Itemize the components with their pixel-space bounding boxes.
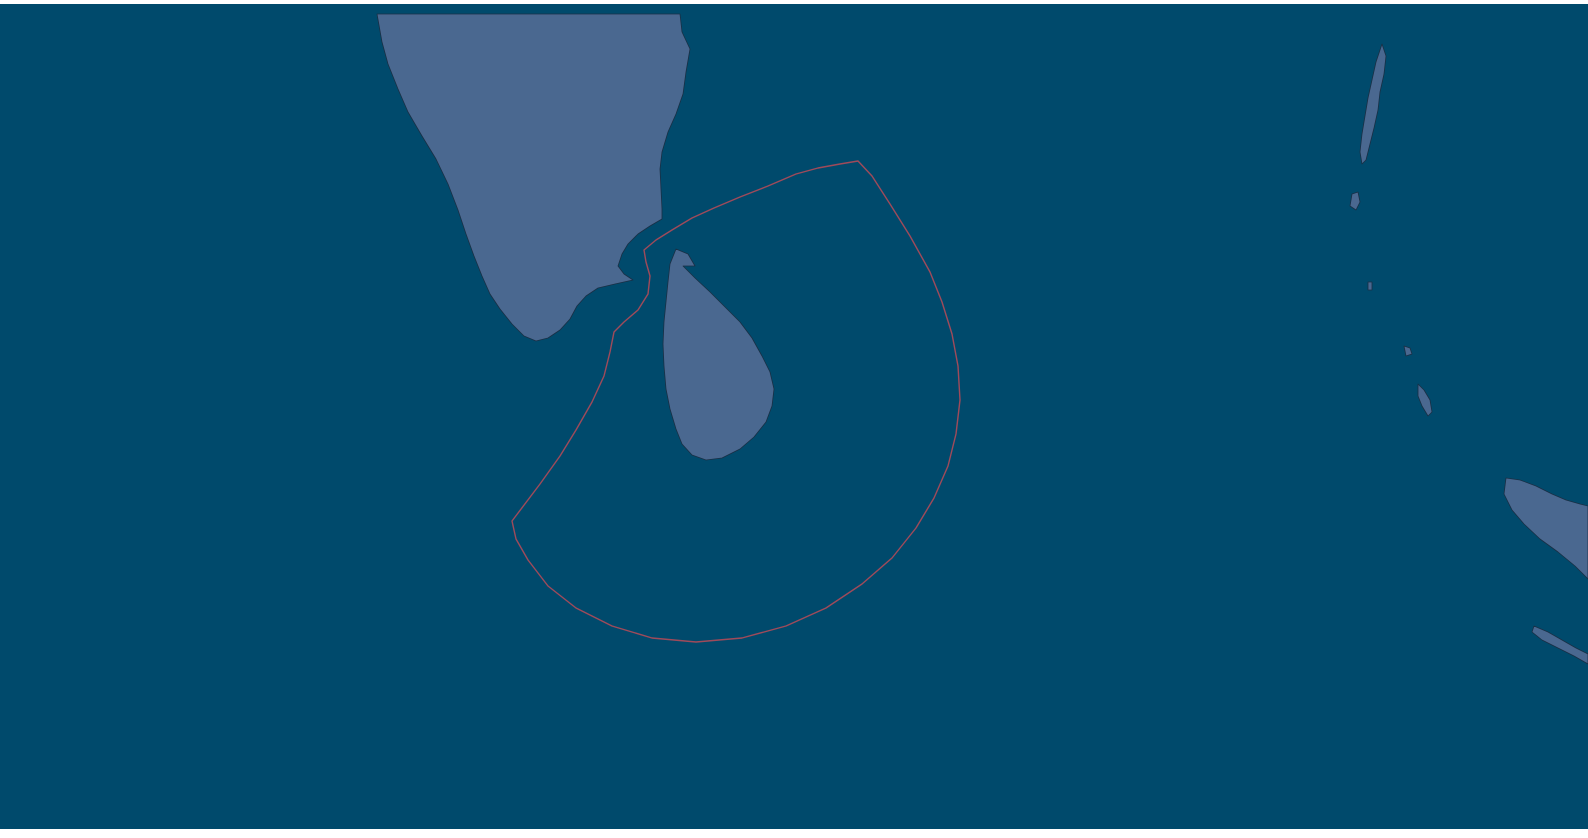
andaman-islands xyxy=(1359,43,1387,165)
sri-lanka xyxy=(662,248,775,461)
nicobar-islands xyxy=(1417,383,1433,417)
andaman-islands xyxy=(1367,281,1373,291)
map-view[interactable] xyxy=(0,4,1588,829)
sumatra xyxy=(1531,625,1588,665)
maritime-zone-boundary xyxy=(511,160,961,643)
andaman-islands xyxy=(1349,191,1361,211)
sumatra xyxy=(1503,477,1588,580)
ocean xyxy=(0,4,1588,829)
map-canvas[interactable] xyxy=(0,4,1588,829)
india-landmass xyxy=(376,13,691,342)
nicobar-islands xyxy=(1403,345,1413,357)
